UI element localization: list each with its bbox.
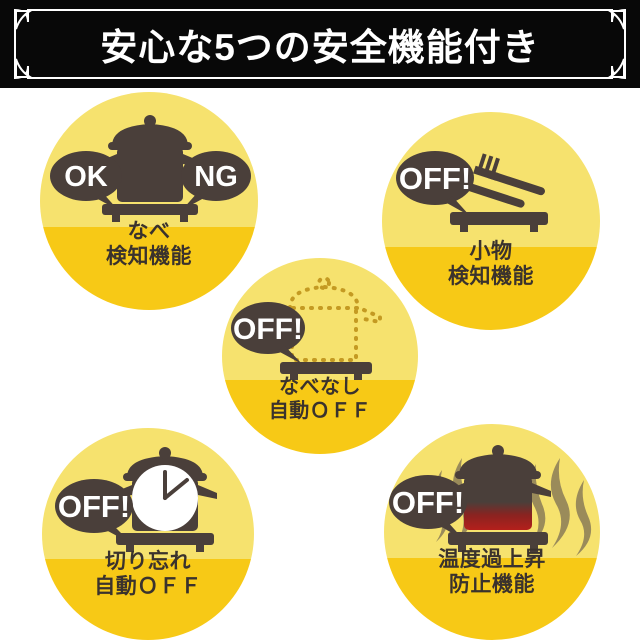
badge-ok: OK bbox=[50, 151, 122, 210]
badge-ng-label: NG bbox=[194, 161, 238, 193]
overheating-pot-icon bbox=[445, 445, 551, 552]
caption-line-1: 切り忘れ bbox=[105, 550, 191, 573]
caption-line-1: なべ bbox=[127, 220, 171, 243]
feature-caption-pot-detection: なべ 検知機能 bbox=[40, 220, 258, 270]
circle-bottom-band bbox=[222, 379, 418, 454]
caption-line-2: 自動ＯＦＦ bbox=[94, 574, 202, 598]
feature-caption-no-pot-auto-off: なべなし 自動ＯＦＦ bbox=[222, 376, 418, 423]
feature-circle-pot-detection: OK NG なべ 検知機能 bbox=[40, 92, 258, 310]
feature-caption-overheat-prevention: 温度過上昇 防止機能 bbox=[384, 548, 600, 598]
circle-bottom-band bbox=[42, 559, 254, 640]
badge-off-label: OFF! bbox=[58, 489, 130, 524]
badge-off: OFF! bbox=[55, 479, 133, 544]
badge-off-label: OFF! bbox=[399, 161, 471, 196]
badge-off-label: OFF! bbox=[233, 313, 303, 346]
feature-circle-small-item-detection: OFF! 小物 検知機能 bbox=[382, 112, 600, 330]
banner-corner-accents-icon bbox=[15, 10, 625, 78]
caption-line-2: 検知機能 bbox=[448, 264, 534, 288]
badge-off: OFF! bbox=[231, 302, 305, 364]
circle-bottom-band bbox=[382, 247, 600, 330]
circle-bottom-band bbox=[40, 227, 258, 310]
page-title: 安心な5つの安全機能付き bbox=[100, 27, 540, 68]
feature-circle-forgot-auto-off: OFF! 切り忘れ 自動ＯＦＦ bbox=[42, 428, 254, 640]
badge-off: OFF! bbox=[389, 475, 467, 540]
caption-line-2: 自動ＯＦＦ bbox=[268, 399, 372, 422]
badge-off: OFF! bbox=[396, 151, 474, 216]
badge-ok-label: OK bbox=[64, 161, 108, 193]
caption-line-1: なべなし bbox=[279, 376, 361, 398]
circle-bottom-band bbox=[384, 557, 600, 640]
feature-circle-overheat-prevention: OFF! 温度過上昇 防止機能 bbox=[384, 424, 600, 640]
pot-with-clock-icon bbox=[113, 447, 217, 552]
caption-line-1: 小物 bbox=[469, 240, 513, 263]
header-banner-frame: 安心な5つの安全機能付き bbox=[14, 9, 626, 79]
badge-ng: NG bbox=[181, 151, 251, 210]
header-banner: 安心な5つの安全機能付き bbox=[0, 0, 640, 88]
feature-circle-no-pot-auto-off: OFF! なべなし 自動ＯＦＦ bbox=[222, 258, 418, 454]
caption-line-2: 防止機能 bbox=[449, 572, 535, 596]
feature-caption-small-item-detection: 小物 検知機能 bbox=[382, 240, 600, 290]
caption-line-1: 温度過上昇 bbox=[438, 548, 546, 571]
feature-caption-forgot-auto-off: 切り忘れ 自動ＯＦＦ bbox=[42, 550, 254, 600]
caption-line-2: 検知機能 bbox=[106, 244, 192, 268]
badge-off-label: OFF! bbox=[392, 485, 464, 520]
